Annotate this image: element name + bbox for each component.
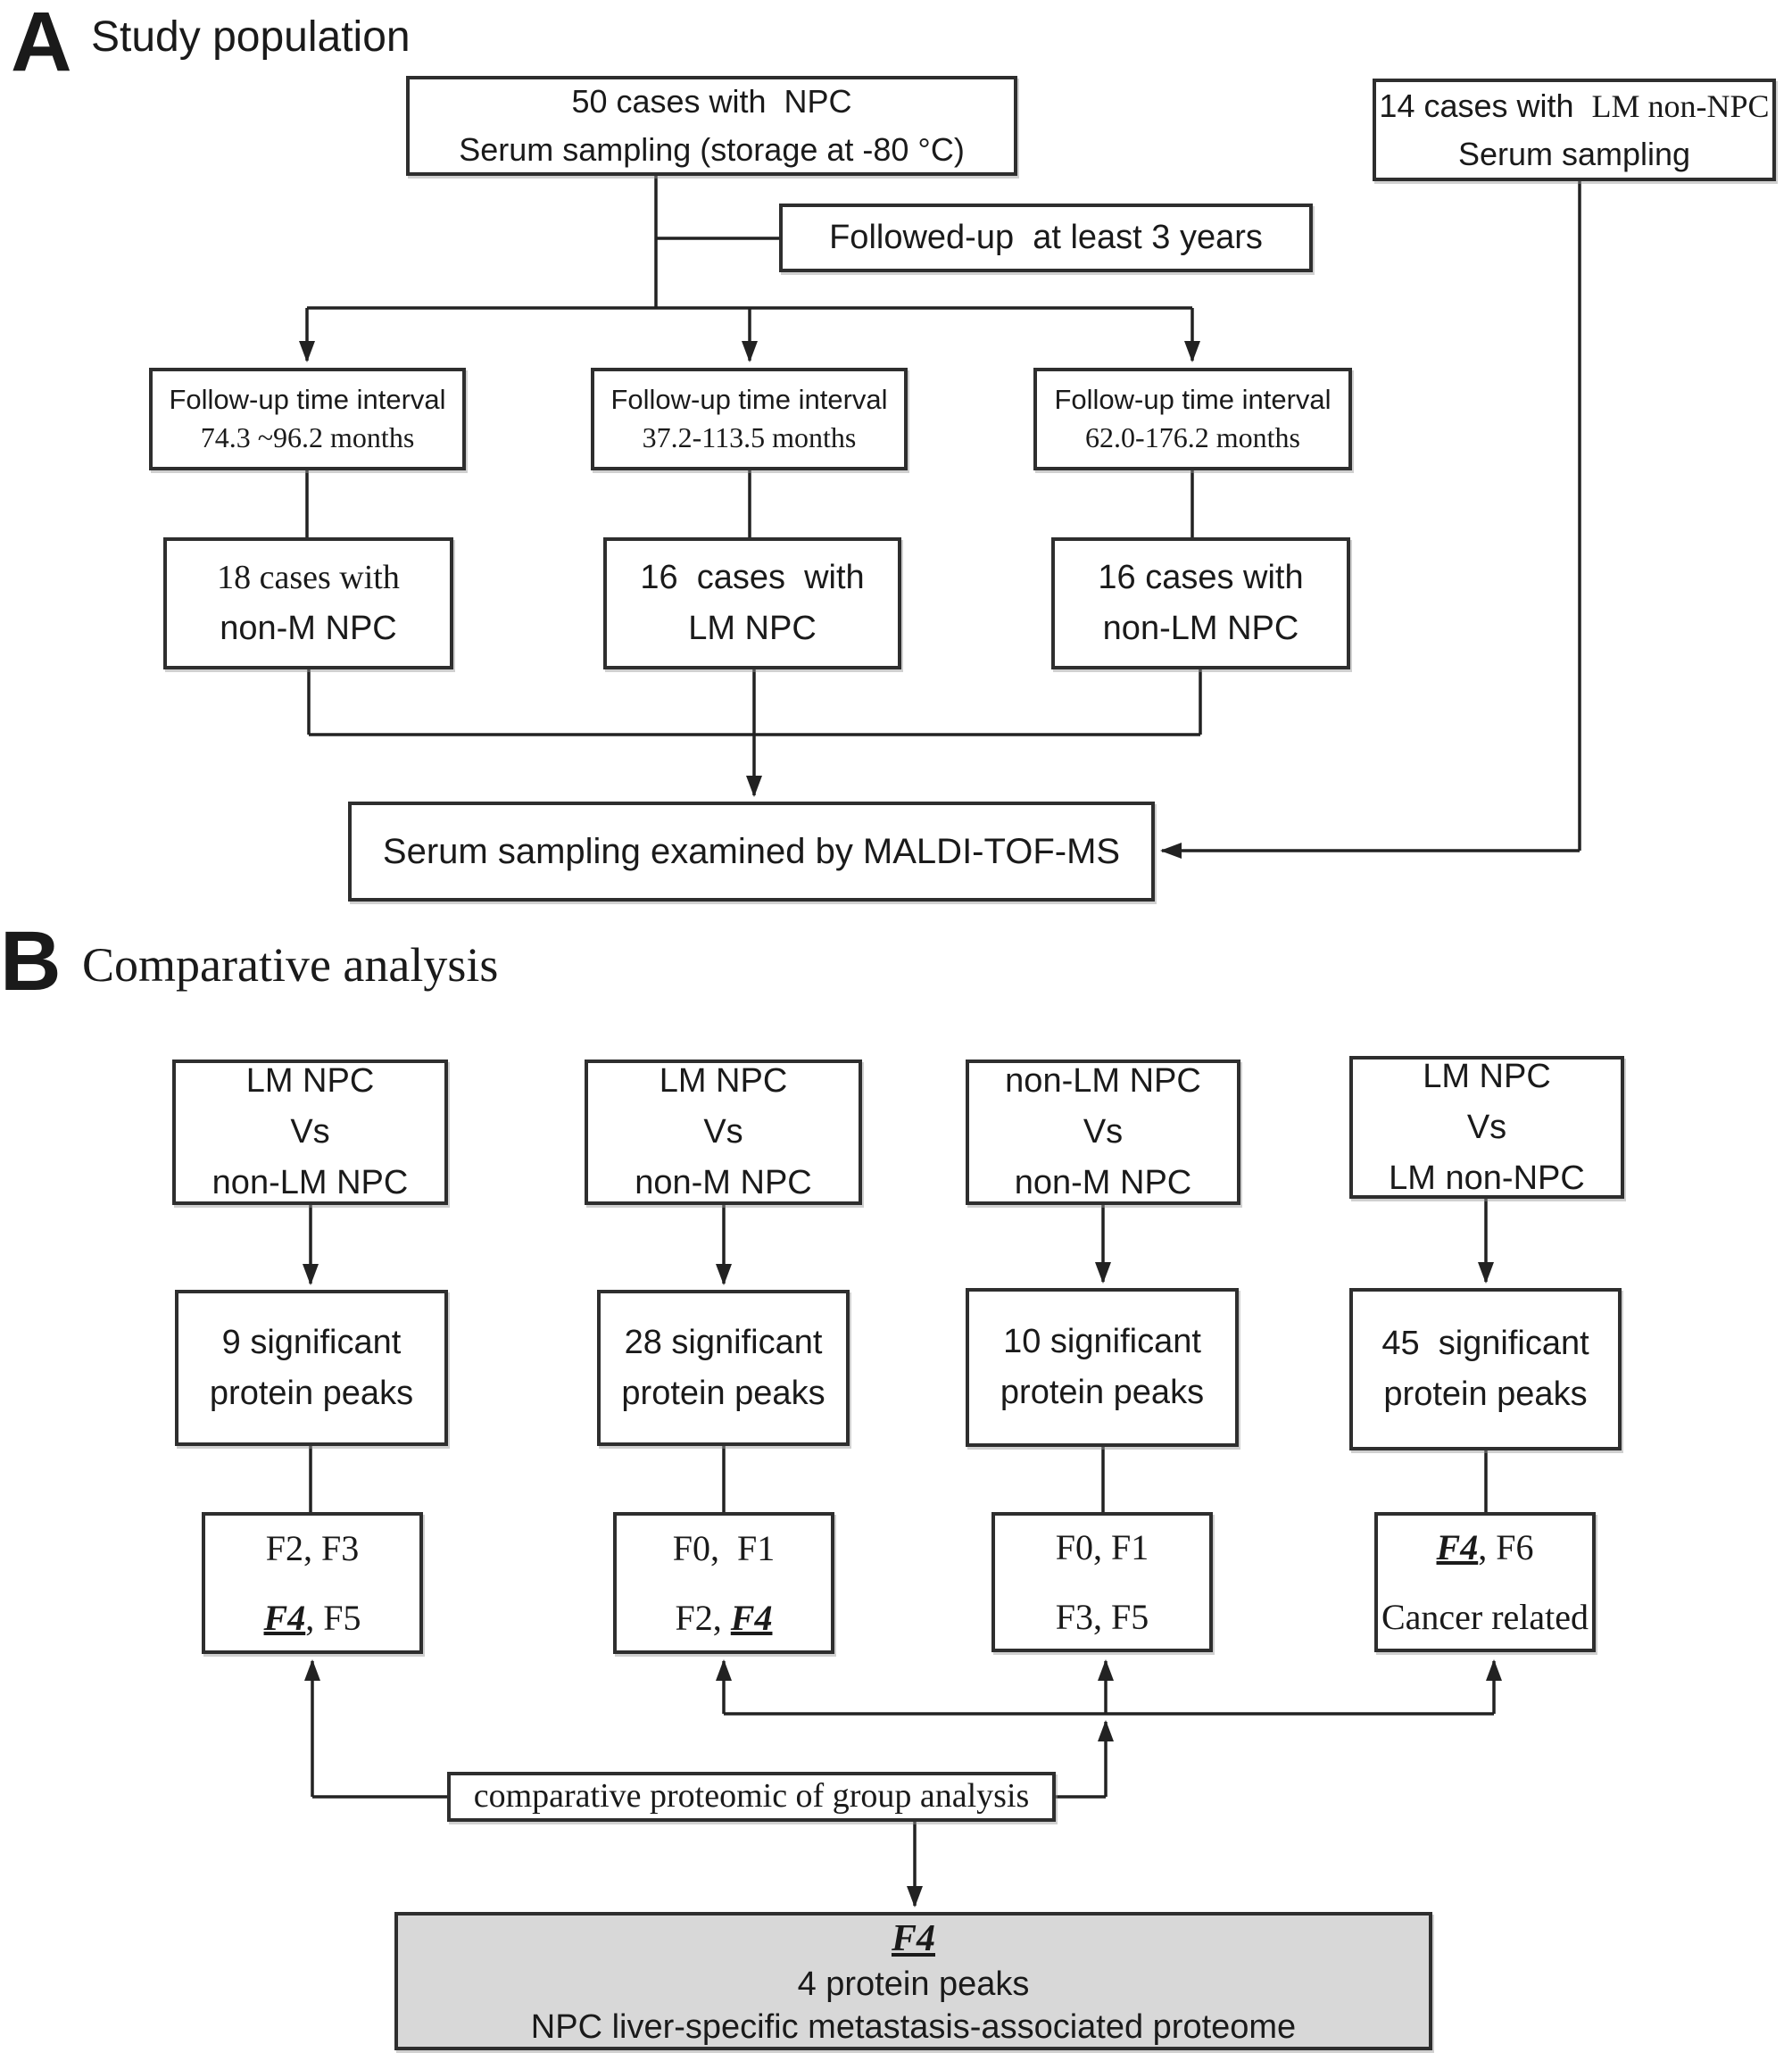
box-comparison-3-line2: Vs [1083,1113,1124,1151]
box-comparison-2-line3: non-M NPC [635,1164,812,1201]
box-followup-text: Followed-up at least 3 years [829,219,1263,256]
box-cases-lm-line2: LM NPC [688,610,817,647]
box-cases-non-lm-line1: 16 cases with [1098,559,1304,596]
box-peaks-1: 9 significant protein peaks [175,1290,448,1446]
box-peaks-1-line2: protein peaks [209,1374,414,1412]
panel-b-letter: B [0,914,62,1009]
box-npc-cases: 50 cases with NPC Serum sampling (storag… [406,76,1017,176]
box-peaks-3: 10 significant protein peaks [966,1288,1239,1447]
box-peaks-1-line1: 9 significant [221,1323,402,1361]
box-peaks-4: 45 significant protein peaks [1349,1288,1622,1450]
box-peaks-3-line1: 10 significant [1003,1323,1201,1360]
box-comparison-3: non-LM NPC Vs non-M NPC [966,1060,1240,1205]
box-comparison-3-line1: non-LM NPC [1005,1062,1201,1100]
box-comparison-2-line2: Vs [703,1113,743,1151]
box-interval-1-line1: Follow-up time interval [169,383,446,415]
box-comparison-1-line1: LM NPC [245,1062,375,1100]
box-peaks-3-line2: protein peaks [1000,1374,1205,1411]
box-cases-non-m-line2: non-M NPC [220,610,397,647]
box-interval-2-line1: Follow-up time interval [610,383,888,415]
box-cases-non-lm: 16 cases with non-LM NPC [1051,537,1350,669]
box-followup: Followed-up at least 3 years [779,204,1313,272]
box-npc-cases-line2: Serum sampling (storage at -80 °C) [459,131,965,168]
box-comparison-3-line3: non-M NPC [1014,1164,1192,1201]
box-comparison-4-line3: LM non-NPC [1389,1159,1585,1197]
box-fractions-3-line1: F0, F1 [1055,1526,1149,1567]
box-peaks-2: 28 significant protein peaks [597,1290,850,1446]
box-cases-lm: 16 cases with LM NPC [603,537,901,669]
box-interval-3-line1: Follow-up time interval [1054,383,1332,415]
box-lm-non-npc: 14 cases with LM non-NPC Serum sampling [1373,79,1776,181]
box-maldi: Serum sampling examined by MALDI-TOF-MS [348,802,1155,902]
box-interval-2: Follow-up time interval 37.2-113.5 month… [591,368,908,470]
box-fractions-2: F0, F1 F2, F4 [613,1512,834,1654]
box-peaks-2-line2: protein peaks [621,1374,825,1412]
box-cases-non-m-line1: 18 cases with [217,559,400,596]
box-interval-3-line2: 62.0-176.2 months [1085,420,1300,453]
box-comparison-4-line1: LM NPC [1423,1057,1551,1095]
box-comparison-1-line2: Vs [290,1113,330,1151]
box-group-analysis: comparative proteomic of group analysis [447,1772,1056,1822]
box-comparison-4: LM NPC Vs LM non-NPC [1349,1056,1624,1199]
box-interval-2-line2: 37.2-113.5 months [642,420,857,453]
box-npc-cases-line1: 50 cases with NPC [571,83,852,120]
box-lm-non-npc-line2: Serum sampling [1457,135,1691,172]
box-fractions-3-line2: F3, F5 [1055,1596,1149,1637]
panel-a-title: Study population [91,13,411,61]
box-peaks-4-line1: 45 significant [1381,1325,1589,1362]
box-fractions-4-line1: F4, F6 [1436,1526,1534,1567]
box-maldi-text: Serum sampling examined by MALDI-TOF-MS [382,832,1121,871]
box-interval-3: Follow-up time interval 62.0-176.2 month… [1033,368,1352,470]
box-comparison-4-line2: Vs [1466,1108,1507,1146]
box-comparison-2-line1: LM NPC [659,1062,788,1100]
box-fractions-3: F0, F1 F3, F5 [991,1512,1213,1652]
box-fractions-1: F2, F3 F4, F5 [202,1512,423,1654]
box-fractions-1-line1: F2, F3 [265,1527,360,1568]
box-comparison-1-line3: non-LM NPC [212,1164,409,1201]
box-summary-proteome-line2: 4 protein peaks [797,1965,1030,2004]
box-lm-non-npc-line1: 14 cases with LM non-NPC [1379,87,1770,124]
box-cases-non-lm-line2: non-LM NPC [1102,610,1299,647]
box-cases-lm-line1: 16 cases with [640,559,865,596]
box-comparison-2: LM NPC Vs non-M NPC [585,1060,862,1205]
box-fractions-2-line1: F0, F1 [672,1527,776,1568]
box-interval-1-line2: 74.3 ~96.2 months [200,420,415,453]
panel-b-title: Comparative analysis [82,938,499,992]
box-comparison-1: LM NPC Vs non-LM NPC [172,1060,448,1205]
box-summary-proteome-line1: F4 [891,1917,935,1959]
box-interval-1: Follow-up time interval 74.3 ~96.2 month… [149,368,466,470]
box-fractions-4: F4, F6 Cancer related [1374,1512,1596,1652]
box-summary-proteome: F4 4 protein peaks NPC liver-specific me… [394,1912,1432,2050]
box-fractions-1-line2: F4, F5 [263,1597,361,1638]
box-peaks-4-line2: protein peaks [1383,1375,1588,1413]
box-peaks-2-line1: 28 significant [624,1323,823,1361]
panel-a-letter: A [11,0,72,89]
box-fractions-4-line2: Cancer related [1381,1596,1589,1637]
box-summary-proteome-line3: NPC liver-specific metastasis-associated… [530,2007,1297,2046]
box-cases-non-m: 18 cases with non-M NPC [163,537,453,669]
box-fractions-2-line2: F2, F4 [675,1597,773,1638]
box-group-analysis-text: comparative proteomic of group analysis [473,1777,1030,1816]
